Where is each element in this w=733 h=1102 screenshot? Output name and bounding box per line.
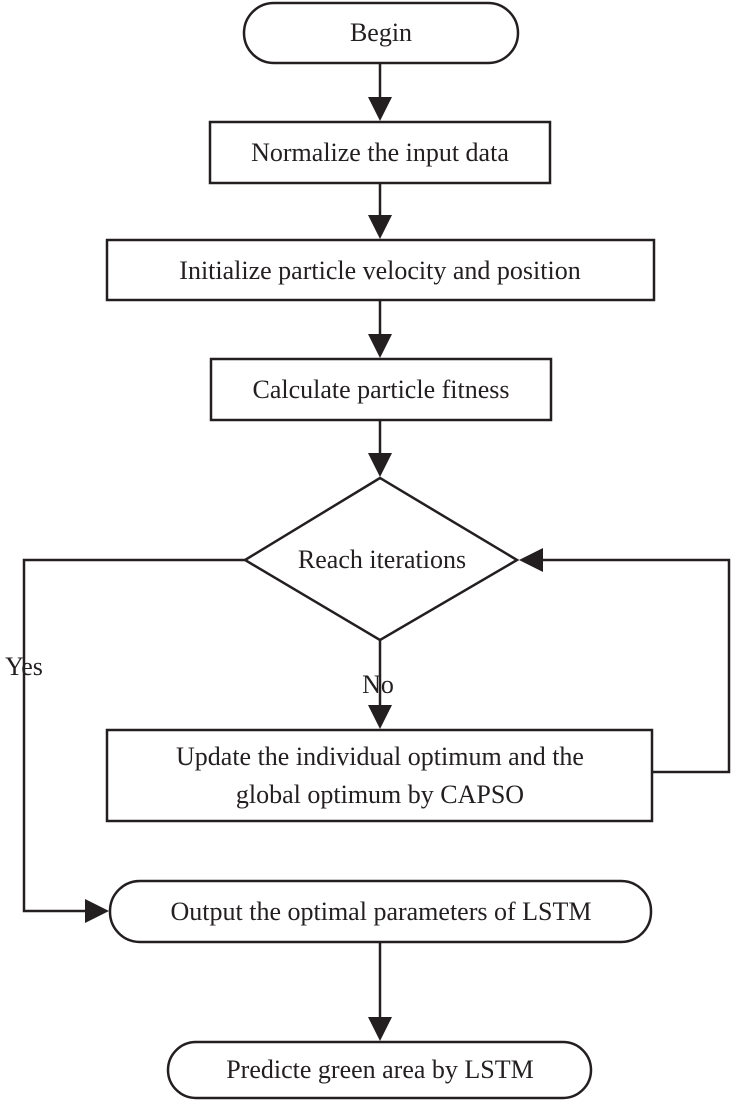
node-initialize: Initialize particle velocity and positio… — [105, 238, 656, 302]
initialize-label: Initialize particle velocity and positio… — [179, 256, 580, 285]
fitness-label: Calculate particle fitness — [252, 375, 509, 404]
arrowhead-predict — [368, 1017, 392, 1041]
output-terminal-shape — [108, 879, 653, 944]
decision-label: Reach iterations — [298, 545, 466, 574]
fitness-process-box — [209, 357, 553, 422]
node-fitness: Calculate particle fitness — [209, 357, 553, 422]
arrowhead-initialize — [368, 215, 392, 239]
edge-decision-output — [22, 558, 245, 913]
predict-label: Predicte green area by LSTM — [226, 1055, 534, 1084]
begin-label: Begin — [350, 18, 412, 47]
predict-terminal-shape — [166, 1040, 593, 1100]
node-begin: Begin — [242, 1, 520, 65]
edges — [22, 63, 731, 1041]
update-label-line1: Update the individual optimum and the — [176, 742, 584, 771]
arrowhead-update — [368, 705, 392, 729]
decision-diamond — [242, 476, 520, 642]
update-label-line2: global optimum by CAPSO — [236, 780, 524, 809]
yes-label: Yes — [5, 652, 43, 681]
edge-update-loop — [540, 558, 731, 774]
arrowhead-decision — [368, 453, 392, 477]
initialize-process-box — [105, 238, 656, 302]
output-label: Output the optimal parameters of LSTM — [171, 897, 592, 926]
normalize-label: Normalize the input data — [251, 138, 509, 167]
node-update: Update the individual optimum and the gl… — [105, 728, 654, 823]
node-decision: Reach iterations — [242, 476, 520, 642]
arrowhead-loop — [519, 548, 543, 572]
arrowhead-output — [85, 899, 109, 923]
node-normalize: Normalize the input data — [208, 120, 552, 185]
node-output: Output the optimal parameters of LSTM — [108, 879, 653, 944]
arrowhead-normalize — [368, 97, 392, 121]
begin-terminal-shape — [242, 1, 520, 65]
node-predict: Predicte green area by LSTM — [166, 1040, 593, 1100]
normalize-process-box — [208, 120, 552, 185]
arrowhead-fitness — [368, 334, 392, 358]
update-process-box — [105, 728, 654, 823]
no-label: No — [362, 670, 394, 699]
